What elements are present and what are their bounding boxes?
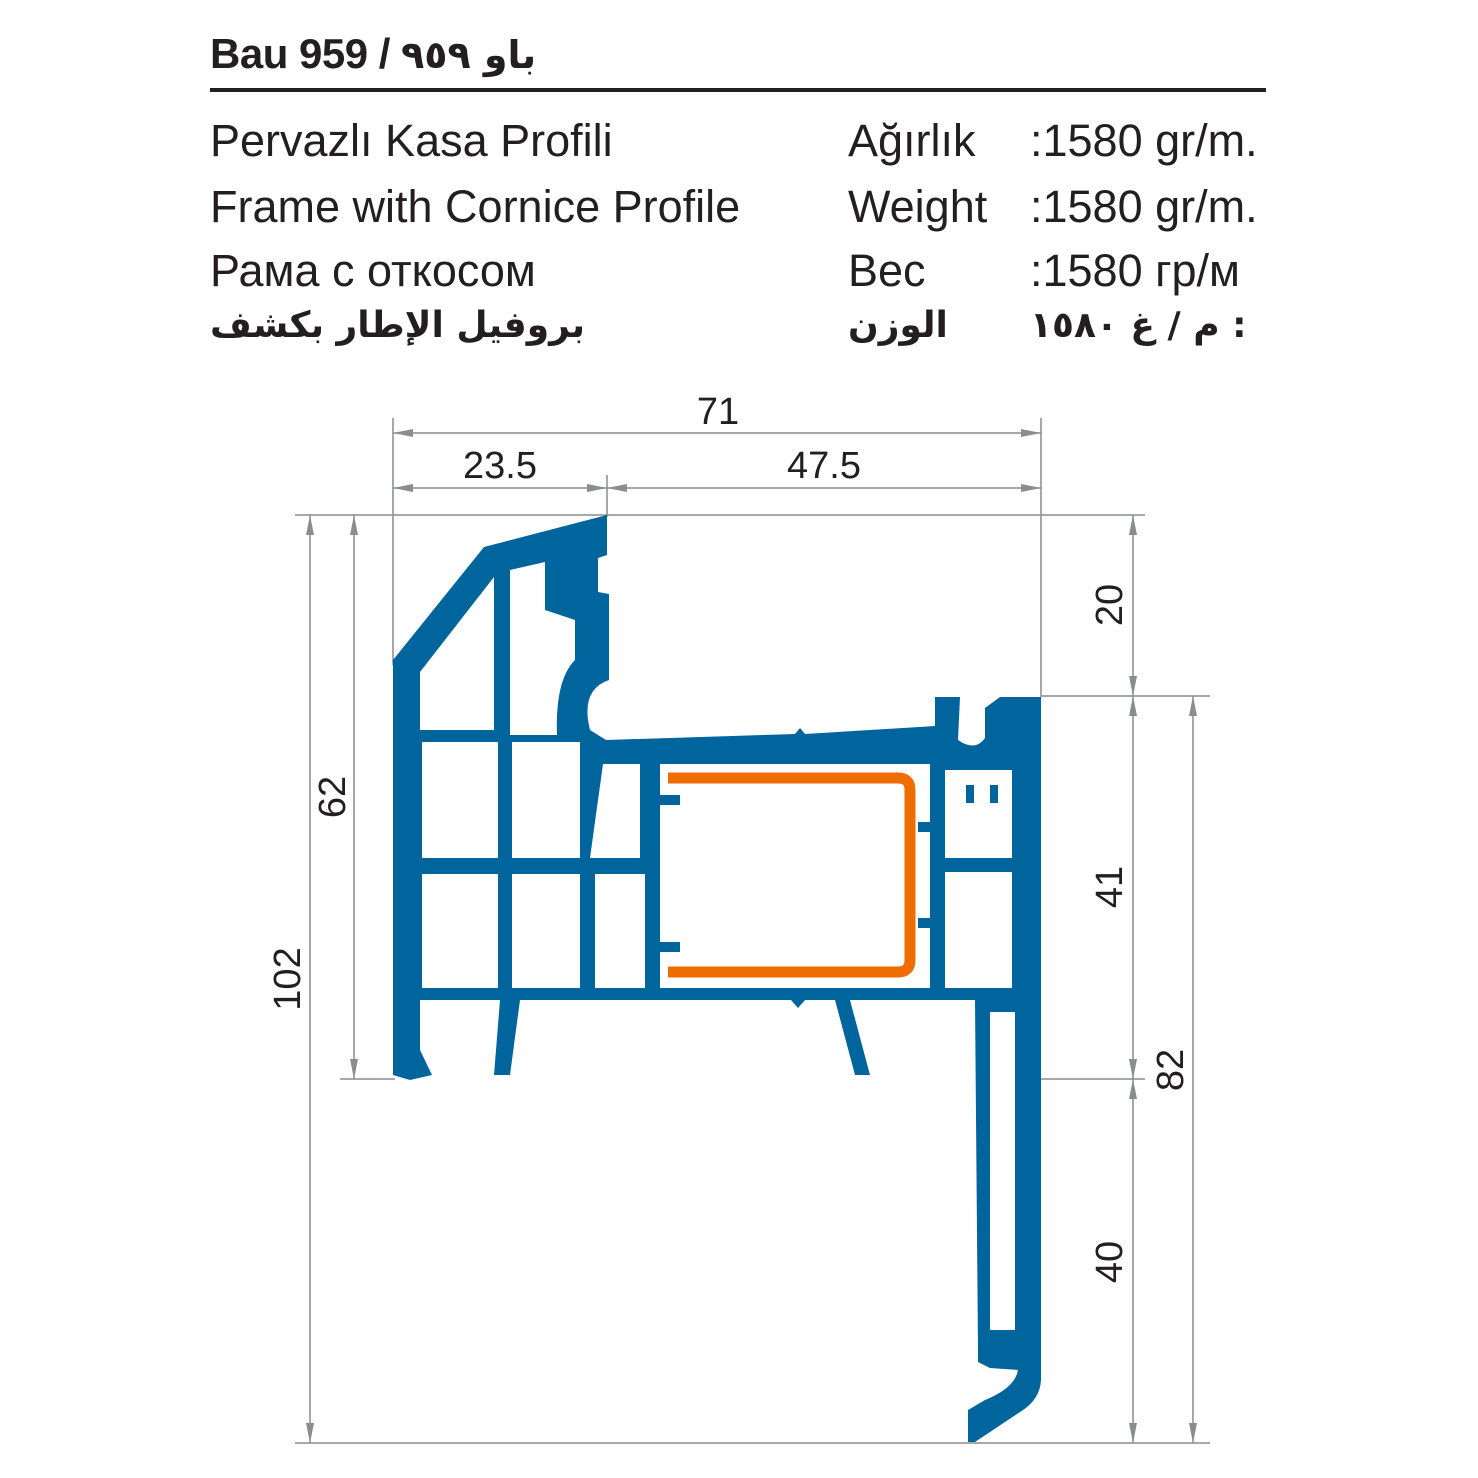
dim-label-47-5: 47.5 xyxy=(787,445,861,487)
dim-label-41: 41 xyxy=(1089,866,1131,908)
weight-label-turkish: Ağırlık xyxy=(848,115,976,166)
weight-value-english: :1580 gr/m. xyxy=(1030,181,1258,232)
title-separator: / xyxy=(378,30,391,77)
name-turkish: Pervazlı Kasa Profili xyxy=(210,115,613,166)
weight-label-russian: Вес xyxy=(848,245,926,296)
dimension-lines xyxy=(295,418,1210,1444)
profile-title: Bau 959 / باو ٩٥٩ xyxy=(210,30,537,78)
weight-label-arabic: الوزن xyxy=(848,305,948,346)
weight-value-russian: :1580 гр/м xyxy=(1030,245,1240,296)
weight-value-arabic: : م / غ ١٥٨٠ xyxy=(1030,305,1247,346)
dim-label-102: 102 xyxy=(267,947,309,1010)
dim-label-62: 62 xyxy=(312,776,354,818)
rib-right-lower xyxy=(918,918,938,928)
dim-label-23-5: 23.5 xyxy=(463,445,537,487)
rib-right-upper xyxy=(918,822,938,832)
title-divider xyxy=(210,88,1266,92)
rib-upper xyxy=(645,795,680,805)
name-english: Frame with Cornice Profile xyxy=(210,181,741,232)
dim-label-71: 71 xyxy=(697,391,739,433)
name-arabic: بروفيل الإطار بكشف xyxy=(210,305,586,346)
gasket-groove-tooth-2 xyxy=(990,785,998,803)
weight-label-english: Weight xyxy=(848,181,988,232)
pvc-profile xyxy=(393,515,1041,1442)
dim-label-82: 82 xyxy=(1150,1049,1192,1091)
rib-lower xyxy=(645,942,680,952)
model-name: Bau 959 xyxy=(210,30,368,77)
weight-value-turkish: :1580 gr/m. xyxy=(1030,115,1258,166)
name-russian: Рама с откосом xyxy=(210,245,536,296)
dim-label-20: 20 xyxy=(1089,584,1131,626)
model-name-arabic: باو ٩٥٩ xyxy=(401,33,537,77)
gasket-groove-tooth-1 xyxy=(966,785,974,803)
dim-label-40: 40 xyxy=(1089,1241,1131,1283)
steel-reinforcement xyxy=(668,772,916,978)
